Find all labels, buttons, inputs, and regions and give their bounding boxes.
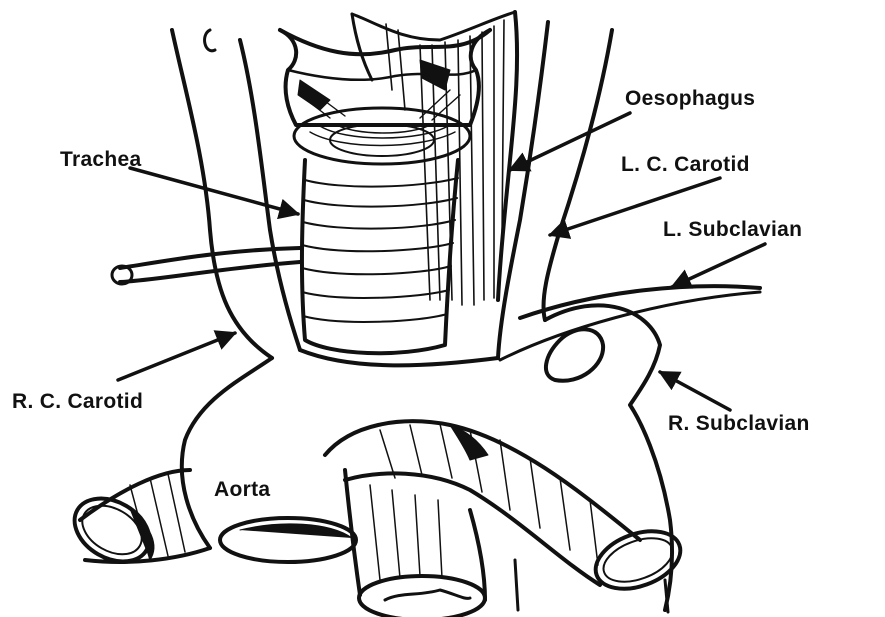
pulmonary-drawing [63,421,688,617]
arrow-oesophagus [510,113,630,170]
arrow-l-subclavian [672,244,765,287]
label-oesophagus: Oesophagus [625,87,755,111]
label-aorta: Aorta [214,478,270,502]
label-l-c-carotid: L. C. Carotid [621,153,750,177]
label-r-c-carotid: R. C. Carotid [12,390,143,414]
arrow-trachea [130,168,298,214]
label-l-subclavian: L. Subclavian [663,218,802,242]
arrow-r-subclavian [660,372,730,410]
label-trachea: Trachea [60,148,142,172]
arrow-r-c-carotid [118,333,235,380]
label-r-subclavian: R. Subclavian [668,412,810,436]
